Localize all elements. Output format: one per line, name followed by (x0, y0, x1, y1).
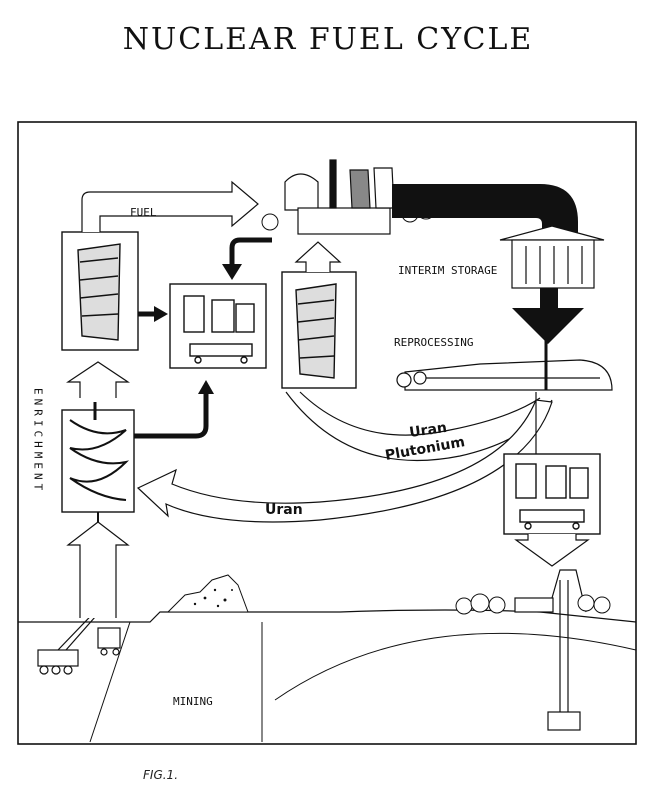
enrichment-unit (61, 402, 135, 522)
power-plant (284, 159, 395, 235)
ore-heap-texture (193, 588, 233, 608)
disposal-down-arrow (514, 534, 590, 567)
reprocessing-label: REPROCESSING (394, 336, 473, 349)
storage-to-reprocessing-arrow (512, 288, 584, 344)
enrichment-label: ENRICHMENT (32, 388, 45, 494)
enrichment-to-waste-arrowhead (198, 380, 214, 394)
fuel-up-arrow (294, 241, 342, 272)
mining-to-enrichment-arrow (66, 521, 130, 618)
reprocessing-plant (396, 330, 613, 391)
uran-outer-arrow (136, 399, 553, 523)
mining-label: MINING (173, 695, 213, 708)
figure-caption: FIG.1. (143, 768, 179, 782)
pit-edge (89, 621, 131, 743)
plant-to-waste-arrow (229, 237, 272, 268)
plant-to-waste-arrowhead (222, 264, 242, 280)
fuel-label: FUEL (130, 206, 157, 219)
mine-shaft (514, 569, 587, 731)
recycled-fuel-box (281, 271, 357, 389)
fuel-arrow (81, 180, 259, 232)
fuel-assembly-box (61, 231, 139, 351)
spent-fuel-arrow (392, 184, 578, 238)
uran-inner-label: Uran (408, 420, 448, 441)
diagram-frame (17, 121, 637, 745)
interim-storage-building (499, 225, 605, 289)
uran-outer-label: Uran (265, 502, 303, 518)
mining-crane (37, 597, 121, 675)
waste-disposal-box (503, 453, 601, 535)
ground-curve (274, 632, 637, 701)
enrichment-to-waste-arrow (134, 392, 209, 439)
fuel-to-waste-arrowhead (154, 306, 168, 322)
trees-right (455, 593, 611, 615)
enrichment-to-fuel-arrow (66, 361, 130, 398)
diagram-title: NUCLEAR FUEL CYCLE (122, 22, 534, 57)
ore-heap (166, 574, 249, 613)
waste-container-box (169, 283, 267, 369)
uran-inner-arc (299, 391, 541, 436)
interim-storage-label: INTERIM STORAGE (398, 264, 497, 277)
